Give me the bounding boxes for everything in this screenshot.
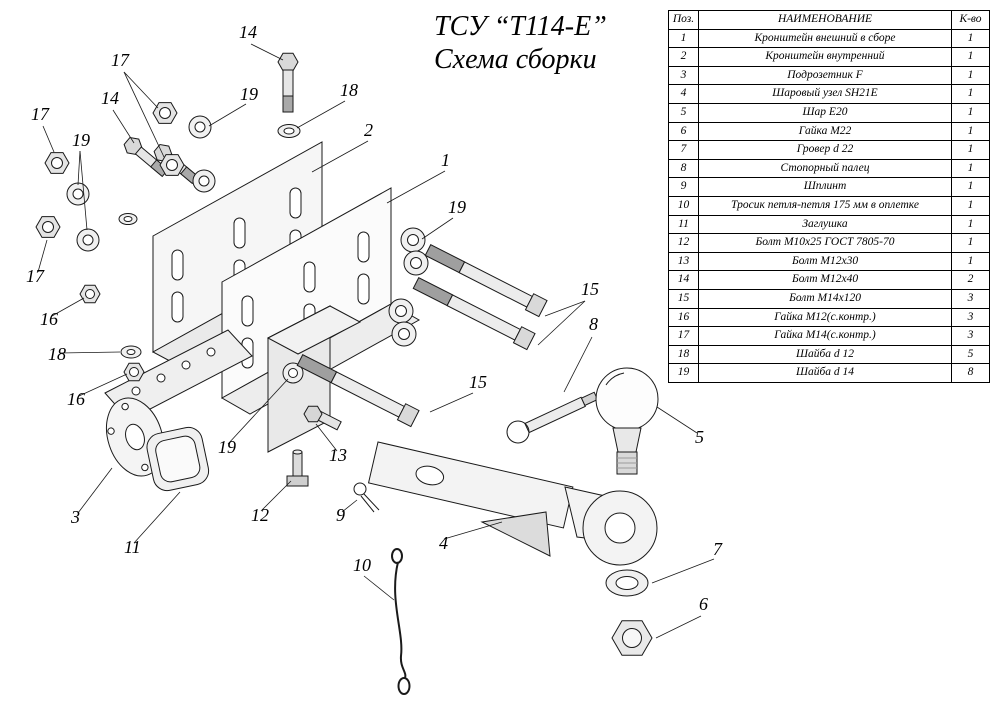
callout-label: 18 bbox=[340, 80, 358, 100]
part-qty: 5 bbox=[951, 344, 990, 365]
callout-label: 10 bbox=[353, 555, 371, 575]
part-4-ball-mount bbox=[367, 441, 658, 566]
callout-label: 17 bbox=[111, 50, 130, 70]
part-15-bolt bbox=[424, 243, 548, 318]
callout-label: 19 bbox=[72, 130, 90, 150]
part-15-bolt bbox=[296, 353, 420, 428]
part-7-lock-washer bbox=[605, 569, 649, 597]
part-name: Гайка М12(с.контр.) bbox=[698, 307, 952, 328]
callout-label: 16 bbox=[40, 309, 58, 329]
callout-label: 14 bbox=[101, 88, 119, 108]
part-qty: 8 bbox=[951, 363, 990, 383]
part-13-bolt bbox=[303, 405, 342, 431]
washer-19-right-group bbox=[388, 227, 429, 347]
part-8-lock-pin bbox=[506, 391, 599, 444]
callout-label: 19 bbox=[448, 197, 466, 217]
callout-label: 19 bbox=[240, 84, 258, 104]
callout-label: 8 bbox=[589, 314, 598, 334]
drawing-title-line1: ТСУ “Т114-Е” bbox=[434, 11, 607, 42]
part-16-nut bbox=[79, 284, 145, 382]
callout-label: 7 bbox=[713, 539, 723, 559]
part-9-cotter-pin bbox=[353, 482, 380, 513]
part-qty: 3 bbox=[951, 307, 990, 328]
part-qty: 2 bbox=[951, 270, 990, 290]
drawing-title-line2: Схема сборки bbox=[434, 44, 597, 76]
washer-18-top bbox=[277, 124, 301, 138]
callout-label: 3 bbox=[70, 507, 80, 527]
part-qty: 1 bbox=[951, 251, 990, 272]
drawing-title: ТСУ “Т114-Е” Схема сборки bbox=[434, 10, 607, 76]
callout-label: 19 bbox=[218, 437, 236, 457]
leader-lines bbox=[37, 43, 715, 639]
callout-label: 5 bbox=[695, 427, 704, 447]
callout-label: 2 bbox=[364, 120, 373, 140]
callout-label: 11 bbox=[124, 537, 141, 557]
part-10-cable bbox=[391, 548, 411, 695]
part-name: Болт М12х30 bbox=[698, 251, 952, 272]
callout-labels: 14 17 14 19 18 17 19 2 1 19 17 16 18 16 … bbox=[26, 22, 723, 614]
callout-label: 13 bbox=[329, 445, 347, 465]
callout-label: 18 bbox=[48, 344, 66, 364]
callout-label: 4 bbox=[439, 533, 448, 553]
part-qty: 3 bbox=[951, 326, 990, 346]
part-19-washer bbox=[66, 115, 216, 252]
part-pos: 14 bbox=[668, 270, 699, 290]
callout-label: 16 bbox=[67, 389, 85, 409]
part-6-nut bbox=[611, 620, 653, 656]
callout-label: 14 bbox=[239, 22, 257, 42]
part-15-bolt bbox=[412, 276, 536, 351]
part-qty: 1 bbox=[951, 121, 990, 142]
washer-19-center bbox=[282, 362, 304, 384]
part-12-bolt bbox=[286, 449, 309, 487]
part-5-ball bbox=[595, 367, 659, 475]
part-name: Болт М12х40 bbox=[698, 270, 952, 290]
callout-label: 17 bbox=[31, 104, 50, 124]
callout-label: 1 bbox=[441, 150, 450, 170]
part-17-nut bbox=[35, 102, 185, 238]
callout-label: 9 bbox=[336, 505, 345, 525]
callout-label: 17 bbox=[26, 266, 45, 286]
part-qty: 3 bbox=[951, 288, 990, 309]
part-qty: 1 bbox=[951, 233, 990, 253]
callout-label: 6 bbox=[699, 594, 708, 614]
part-14-bolt bbox=[277, 52, 299, 113]
callout-label: 12 bbox=[251, 505, 269, 525]
callout-label: 15 bbox=[581, 279, 599, 299]
part-18-washer bbox=[118, 213, 142, 359]
part-11-cap bbox=[146, 426, 210, 492]
callout-label: 15 bbox=[469, 372, 487, 392]
